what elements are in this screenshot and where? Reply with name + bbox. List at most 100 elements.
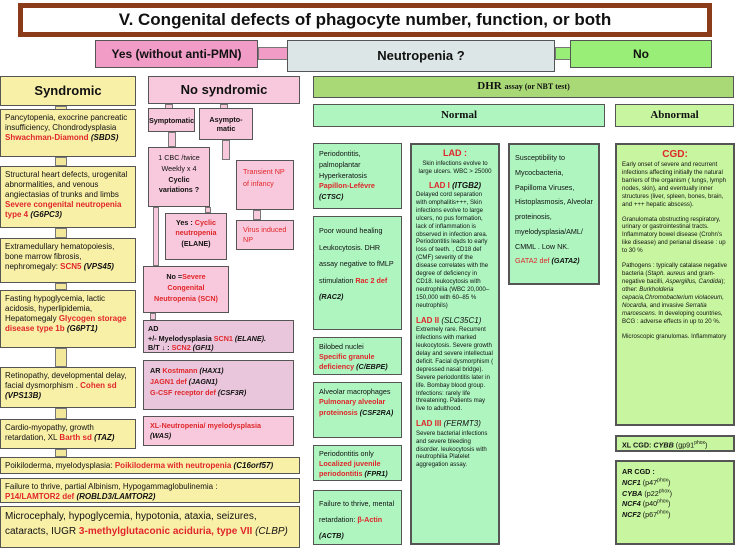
connector (168, 132, 176, 147)
gene: (VPS13B) (5, 391, 42, 400)
cyclic-neutropenia-box: Yes : Cyclic neutropenia (ELANE) (165, 213, 227, 260)
lad-box: LAD : Skin infections evolve to large ul… (410, 143, 500, 545)
lad-intro: Skin infections evolve to large ulcers. … (418, 159, 492, 175)
inheritance: AD (148, 324, 159, 333)
gene: (CTSC) (319, 192, 344, 202)
syndromic-header: Syndromic (0, 76, 136, 106)
disease-name: Papillon-Lefèvre (319, 181, 375, 191)
disease-name: Rac 2 def (355, 275, 388, 285)
connector (55, 408, 67, 419)
description: Periodontitis, palmoplantar Hyperkeratos… (319, 149, 367, 180)
lad1-text: Delayed cord separation with omphalitis+… (416, 190, 490, 309)
disease-name: Cohen sd (80, 381, 117, 390)
cbc-text: 1 CBC /twice Weekly x 4 (158, 153, 200, 173)
disease-name: P14/LAMTOR2 def (5, 492, 75, 502)
symptomatic-box: Symptomatic (148, 108, 195, 132)
cyclic-question: Cyclic variations ? (158, 174, 200, 195)
neutropenia-question-box: Neutropenia ? (287, 40, 555, 72)
disease-name: Glycogen storage disease type 1b (5, 314, 127, 333)
gene: (C16orf57) (233, 461, 274, 470)
gene: (SBDS) (90, 133, 119, 142)
connector (55, 228, 67, 238)
gene: (CSF2RA) (359, 407, 394, 417)
abnormal-header: Abnormal (615, 104, 734, 127)
cgd-title: CGD: (662, 149, 688, 160)
gene: (C/EBPE) (356, 362, 388, 372)
description: Pancytopenia, exocrine pancreatic insuff… (5, 113, 128, 132)
connector (222, 140, 230, 160)
cgd-paragraph-3: Pathogens : typically catalase negative … (622, 262, 728, 325)
normal-box-csf2ra: Alveolar macrophages Pulmonary alveolar … (313, 382, 402, 438)
gene: (G6PC3) (30, 210, 62, 219)
gene: (TAZ) (94, 433, 115, 442)
connector (555, 47, 571, 60)
disease-name: β-Actin (357, 514, 383, 524)
ar-cgd-item: NCF1 (p47phox) (622, 477, 671, 487)
description: Cardio-myopathy, growth retardation, XL (5, 423, 94, 442)
gata2-box: Susceptibility to Mycocbacteria, Papillo… (508, 143, 600, 285)
gene: (HAX1) (199, 366, 224, 375)
syndromic-box-sbds: Pancytopenia, exocrine pancreatic insuff… (0, 109, 136, 157)
description: Failure to thrive, partial Albinism, Hyp… (5, 482, 218, 491)
disease-name: Kostmann (162, 366, 198, 375)
lad2-name: LAD II (416, 315, 440, 325)
gene: (GFI1) (192, 343, 214, 353)
disease-name: JAGN1 def (150, 376, 187, 386)
no-neutropenia-box: No (570, 40, 712, 68)
gene: (GATA2) (551, 256, 580, 266)
lad1-gene: (ITGB2) (452, 180, 481, 190)
disease-name: Poikiloderma with neutropenia (114, 461, 232, 470)
cgd-box: CGD: Early onset of severe and recurrent… (615, 143, 735, 426)
description: Poikiloderma, myelodysplasia: (5, 461, 113, 470)
normal-header: Normal (313, 104, 605, 127)
ar-cgd-item: NCF2 (p67phox) (622, 509, 671, 520)
virus-np-box: Virus induced NP (236, 220, 294, 250)
description: Retinopathy, developmental delay, facial… (5, 371, 127, 390)
page-title: V. Congenital defects of phagocyte numbe… (18, 3, 712, 37)
lad2-gene: (SLC35C1) (441, 315, 482, 325)
inheritance: AR (150, 366, 161, 375)
syndromic-box-taz: Cardio-myopathy, growth retardation, XL … (0, 419, 136, 449)
label: No = (166, 272, 183, 281)
gene: (JAGN1) (188, 376, 218, 386)
disease-name: Specific granule deficiency (319, 352, 375, 372)
description: Failure to thrive, mental retardation: (319, 499, 395, 524)
gene: (ROBLD3/LAMTOR2) (76, 492, 156, 502)
asymptomatic-box: Asympto-matic (199, 108, 253, 140)
cgd-paragraph-2: Granulomata obstructing respiratory, uri… (622, 215, 726, 255)
disease-name: Severe congenital neutropenia type 4 (5, 200, 122, 219)
normal-box-ctsc: Periodontitis, palmoplantar Hyperkeratos… (313, 143, 402, 209)
dhr-sublabel: assay (or NBT test) (504, 82, 570, 91)
description: Structural heart defects, urogenital abn… (5, 170, 128, 199)
gene: (CSF3R) (217, 387, 247, 397)
gene: (ACTB) (319, 530, 344, 540)
disease-name: 3-methylglutaconic aciduria, type VII (78, 525, 253, 537)
label: AR CGD : (622, 467, 655, 476)
lad3-gene: (FERMT3) (443, 419, 481, 429)
disease-name: SCN1 (213, 333, 233, 343)
lad-title: LAD : (443, 148, 467, 158)
connector (253, 210, 261, 220)
gene: CYBB (653, 440, 674, 450)
syndromic-box-g6pc3: Structural heart defects, urogenital abn… (0, 166, 136, 228)
label: XL CGD: (622, 440, 652, 450)
xl-neutropenia-box: XL-Neutropenia/ myelodysplasia(WAS) (143, 416, 294, 446)
disease-name: Barth sd (59, 433, 92, 442)
description: Poor wound healing Leukocytosis. DHR ass… (319, 226, 394, 285)
syndromic-box-g6pt1: Fasting hypoglycemia, lactic acidosis, h… (0, 290, 136, 348)
cgd-paragraph-1: Early onset of severe and recurrent infe… (622, 161, 726, 208)
description: Bilobed nuclei (319, 342, 364, 351)
syndromic-box-vps13b: Retinopathy, developmental delay, facial… (0, 367, 136, 408)
description: Microcephaly, hypoglycemia, hypotonia, a… (5, 511, 257, 537)
label: Yes : (176, 218, 193, 227)
disease-name: Severe Congenital Neutropenia (SCN) (154, 272, 218, 304)
gene: (FPR1) (364, 469, 388, 479)
description: +/- Myelodysplasia (148, 333, 212, 343)
lad3-name: LAD III (416, 419, 442, 429)
gene: (VPS45) (83, 262, 114, 271)
syndromic-box-clbp: Microcephaly, hypoglycemia, hypotonia, a… (0, 506, 300, 548)
description: Periodontitis only (319, 449, 374, 458)
disease-name: XL-Neutropenia/ myelodysplasia (150, 421, 262, 430)
